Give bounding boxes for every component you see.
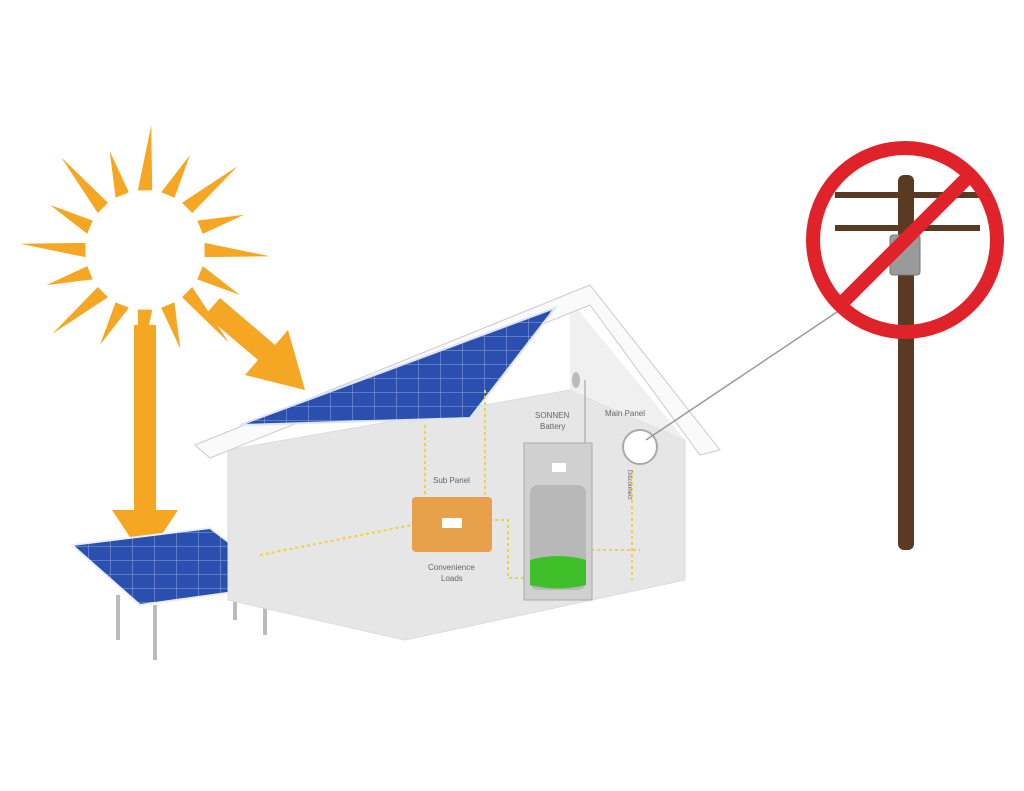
loads-label-1: Convenience [428, 563, 475, 572]
sun-ray [161, 302, 181, 349]
sun-ray [20, 242, 86, 258]
sun-ray [100, 302, 129, 345]
main-panel-label: Main Panel [605, 409, 645, 418]
sun-ray [197, 214, 244, 234]
house: Sub Panel Convenience Loads SONNEN Batte… [194, 284, 841, 641]
sun-ray [46, 266, 93, 286]
main-panel-meter [622, 429, 658, 465]
antenna-icon [572, 372, 580, 388]
sun-ray [204, 242, 270, 258]
sun-ray [197, 266, 240, 295]
sun-ray [50, 205, 93, 234]
sun-ray [161, 155, 190, 198]
sub-panel-label: Sub Panel [433, 476, 470, 485]
battery-charge [530, 556, 586, 589]
roof-solar-panel [239, 305, 558, 426]
battery-label-2: Battery [540, 422, 565, 431]
sunlight-arrow-down [112, 325, 178, 560]
sun-ray [109, 151, 129, 198]
sun-ray [182, 166, 238, 213]
battery-label-1: SONNEN [535, 411, 569, 420]
sun-ray [52, 287, 108, 334]
prohibition-icon [806, 141, 1004, 339]
wiring [259, 390, 640, 580]
sun-ray [61, 157, 108, 213]
sunlight-arrow-roof [205, 298, 305, 390]
disconnect-label: Disconnect [626, 470, 632, 500]
sun-ray [137, 125, 153, 191]
loads-label-2: Loads [441, 574, 463, 583]
